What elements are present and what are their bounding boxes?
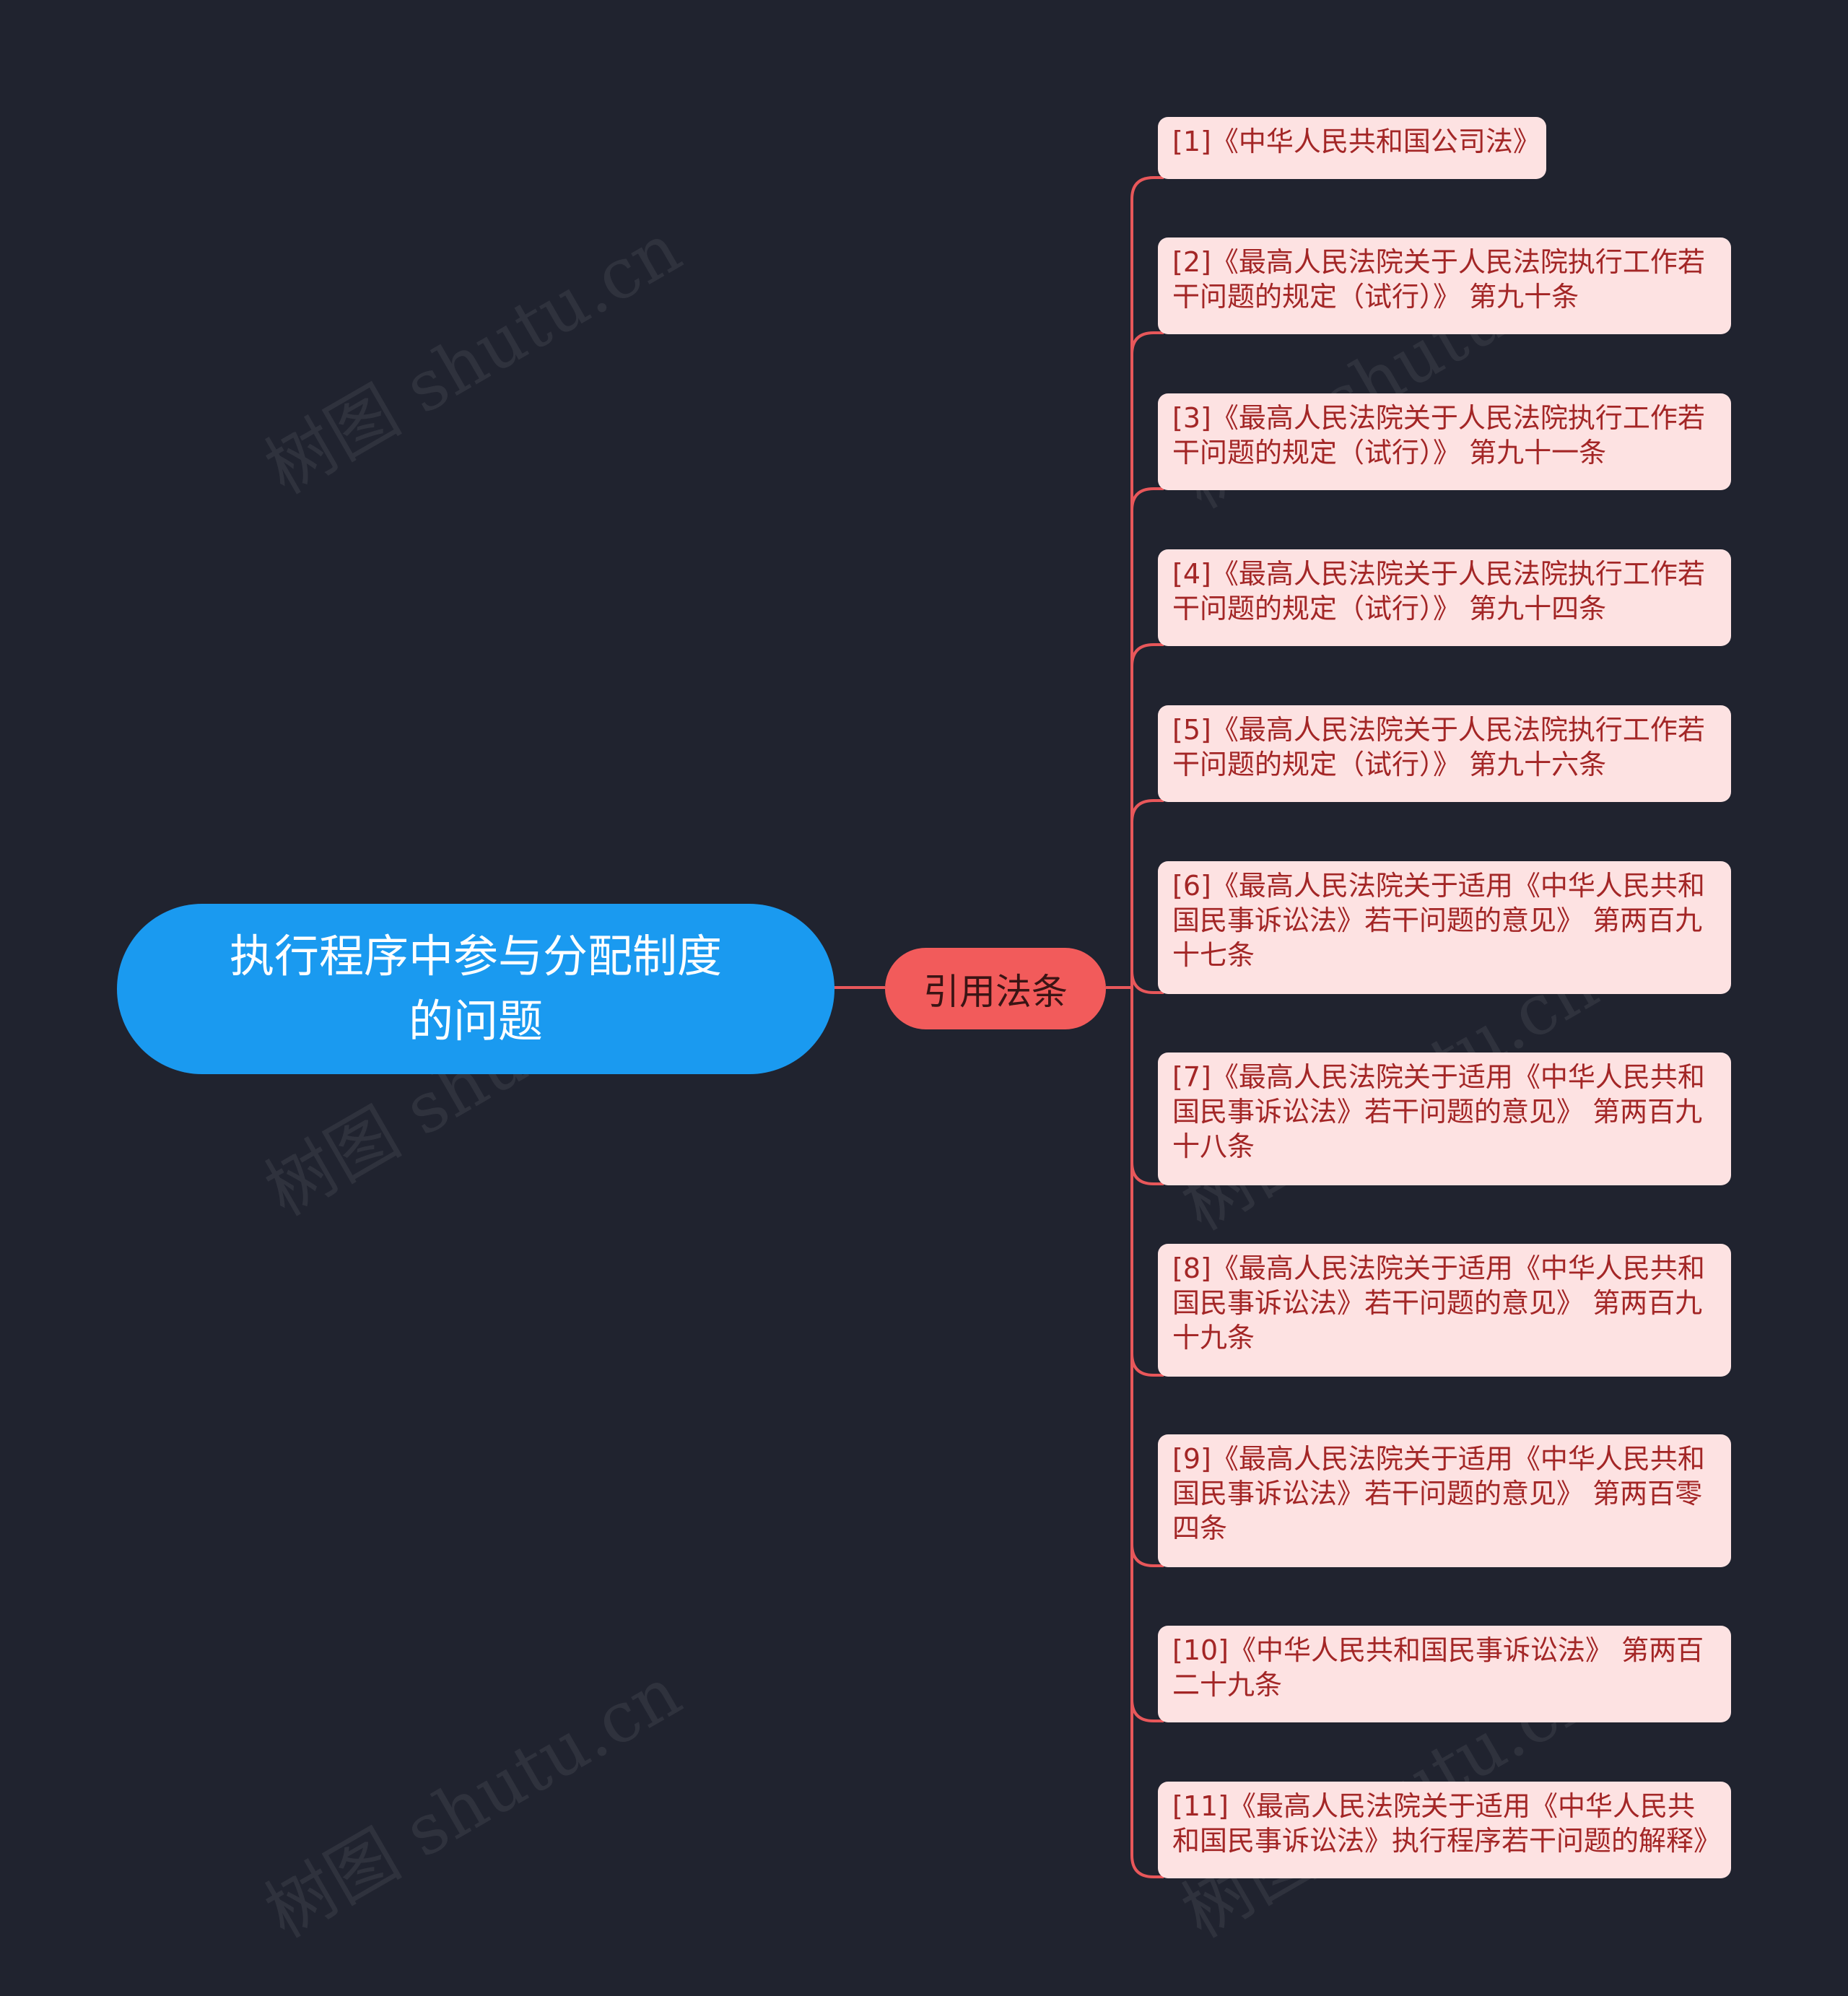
- leaf-node-3[interactable]: [3]《最高人民法院关于人民法院执行工作若干问题的规定（试行）》 第九十一条: [1158, 393, 1731, 490]
- leaf-text: [1]《中华人民共和国公司法》: [1172, 126, 1540, 157]
- watermark: 树图 shutu.cn: [252, 1651, 694, 1953]
- leaf-text: [6]《最高人民法院关于适用《中华人民共和国民事诉讼法》若干问题的意见》 第两百…: [1172, 870, 1705, 971]
- leaf-text: [5]《最高人民法院关于人民法院执行工作若干问题的规定（试行）》 第九十六条: [1172, 714, 1705, 780]
- leaf-text: [2]《最高人民法院关于人民法院执行工作若干问题的规定（试行）》 第九十条: [1172, 246, 1705, 313]
- watermark: 树图 shutu.cn: [252, 207, 694, 510]
- leaf-text: [3]《最高人民法院关于人民法院执行工作若干问题的规定（试行）》 第九十一条: [1172, 402, 1705, 469]
- leaf-text: [10]《中华人民共和国民事诉讼法》 第两百二十九条: [1172, 1634, 1704, 1701]
- leaf-text: [9]《最高人民法院关于适用《中华人民共和国民事诉讼法》若干问题的意见》 第两百…: [1172, 1443, 1705, 1544]
- branch-label: 引用法条: [923, 970, 1068, 1013]
- leaf-text: [11]《最高人民法院关于适用《中华人民共和国民事诉讼法》执行程序若干问题的解释…: [1172, 1790, 1722, 1857]
- leaf-node-5[interactable]: [5]《最高人民法院关于人民法院执行工作若干问题的规定（试行）》 第九十六条: [1158, 705, 1731, 802]
- leaf-node-7[interactable]: [7]《最高人民法院关于适用《中华人民共和国民事诉讼法》若干问题的意见》 第两百…: [1158, 1053, 1731, 1185]
- leaf-node-9[interactable]: [9]《最高人民法院关于适用《中华人民共和国民事诉讼法》若干问题的意见》 第两百…: [1158, 1434, 1731, 1567]
- leaf-node-6[interactable]: [6]《最高人民法院关于适用《中华人民共和国民事诉讼法》若干问题的意见》 第两百…: [1158, 861, 1731, 994]
- leaf-node-11[interactable]: [11]《最高人民法院关于适用《中华人民共和国民事诉讼法》执行程序若干问题的解释…: [1158, 1782, 1731, 1878]
- leaf-node-1[interactable]: [1]《中华人民共和国公司法》: [1158, 117, 1546, 179]
- leaf-node-4[interactable]: [4]《最高人民法院关于人民法院执行工作若干问题的规定（试行）》 第九十四条: [1158, 549, 1731, 646]
- root-node[interactable]: 执行程序中参与分配制度的问题: [117, 904, 834, 1074]
- leaf-node-8[interactable]: [8]《最高人民法院关于适用《中华人民共和国民事诉讼法》若干问题的意见》 第两百…: [1158, 1244, 1731, 1377]
- leaf-node-10[interactable]: [10]《中华人民共和国民事诉讼法》 第两百二十九条: [1158, 1626, 1731, 1722]
- leaf-text: [4]《最高人民法院关于人民法院执行工作若干问题的规定（试行）》 第九十四条: [1172, 558, 1705, 624]
- root-title: 执行程序中参与分配制度的问题: [229, 930, 722, 1047]
- leaf-text: [7]《最高人民法院关于适用《中华人民共和国民事诉讼法》若干问题的意见》 第两百…: [1172, 1061, 1705, 1162]
- leaf-text: [8]《最高人民法院关于适用《中华人民共和国民事诉讼法》若干问题的意见》 第两百…: [1172, 1252, 1705, 1354]
- branch-node-cited-laws[interactable]: 引用法条: [885, 948, 1106, 1029]
- leaf-node-2[interactable]: [2]《最高人民法院关于人民法院执行工作若干问题的规定（试行）》 第九十条: [1158, 237, 1731, 334]
